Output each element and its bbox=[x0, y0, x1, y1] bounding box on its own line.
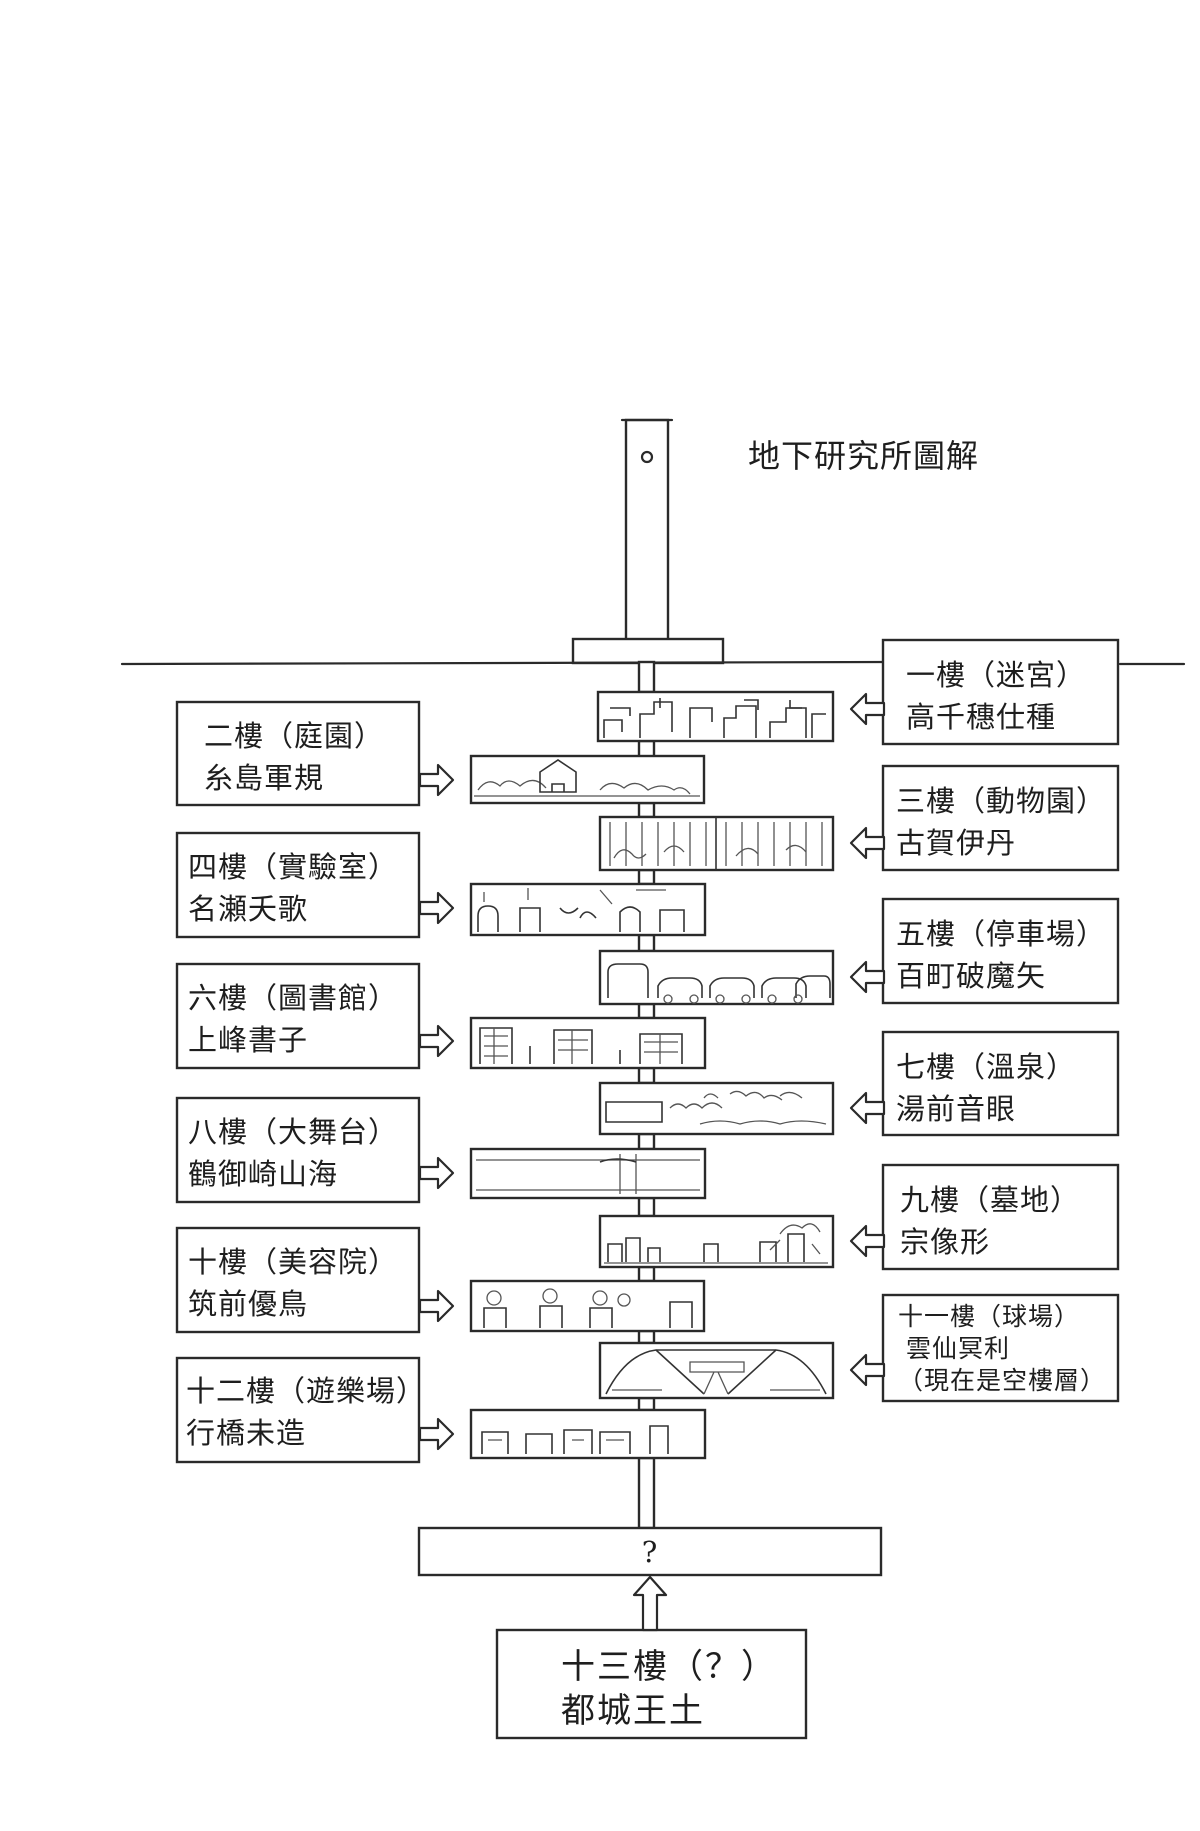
floor-9-section bbox=[598, 1214, 835, 1269]
floor-7-name: 七樓（溫泉） bbox=[896, 1050, 1076, 1084]
floor-4-name: 四樓（實驗室） bbox=[188, 850, 398, 884]
label-floor-4: 四樓（實驗室） 名瀬夭歌 bbox=[175, 831, 421, 939]
hollow-arrow-icon bbox=[418, 763, 455, 797]
floor-11-note: （現在是空樓層） bbox=[898, 1366, 1106, 1395]
hollow-arrow-icon bbox=[418, 1156, 455, 1190]
floor-2-section bbox=[469, 754, 706, 805]
floor-4-section bbox=[469, 882, 707, 937]
floor-9-person: 宗像形 bbox=[900, 1225, 990, 1259]
floor-12-name: 十二樓（遊樂場） bbox=[186, 1374, 426, 1408]
hollow-arrow-icon bbox=[849, 826, 886, 860]
hollow-arrow-icon bbox=[632, 1575, 668, 1632]
floor-3-section bbox=[598, 815, 835, 872]
floor-6-section bbox=[469, 1016, 707, 1070]
hollow-arrow-icon bbox=[418, 1289, 455, 1323]
hollow-arrow-icon bbox=[849, 1353, 886, 1387]
floor-2-name: 二樓（庭園） bbox=[204, 719, 384, 753]
floor-10-section bbox=[469, 1279, 706, 1333]
label-floor-8: 八樓（大舞台） 鶴御崎山海 bbox=[175, 1096, 421, 1204]
floor-12-person: 行橋未造 bbox=[186, 1416, 306, 1450]
floor-8-section bbox=[469, 1147, 707, 1200]
floor-7-person: 湯前音眼 bbox=[896, 1092, 1016, 1126]
hollow-arrow-icon bbox=[849, 960, 886, 994]
label-floor-5: 五樓（停車場） 百町破魔矢 bbox=[881, 897, 1120, 1005]
label-floor-3: 三樓（動物園） 古賀伊丹 bbox=[881, 764, 1120, 872]
floor-6-person: 上峰書子 bbox=[188, 1023, 308, 1057]
floor-5-section bbox=[598, 949, 835, 1006]
floor-11-name: 十一樓（球場） bbox=[898, 1302, 1080, 1331]
hollow-arrow-icon bbox=[418, 891, 455, 925]
floor-10-person: 筑前優鳥 bbox=[188, 1287, 308, 1321]
label-floor-13: 十三樓（？） 都城王土 bbox=[495, 1628, 808, 1740]
floor-11-person: 雲仙冥利 bbox=[906, 1334, 1010, 1363]
label-floor-10: 十樓（美容院） 筑前優鳥 bbox=[175, 1226, 421, 1334]
floor-1-section bbox=[596, 690, 835, 743]
floor-13-person: 都城王土 bbox=[561, 1691, 705, 1731]
label-floor-7: 七樓（溫泉） 湯前音眼 bbox=[881, 1030, 1120, 1137]
floor-3-person: 古賀伊丹 bbox=[896, 826, 1016, 860]
floor-5-person: 百町破魔矢 bbox=[896, 959, 1046, 993]
floor-1-name: 一樓（迷宮） bbox=[906, 658, 1086, 692]
central-shaft bbox=[637, 660, 656, 1530]
hollow-arrow-icon bbox=[418, 1024, 455, 1058]
floor-9-name: 九樓（墓地） bbox=[900, 1183, 1080, 1217]
floor-8-name: 八樓（大舞台） bbox=[188, 1115, 398, 1149]
diagram-title: 地下研究所圖解 bbox=[748, 437, 979, 475]
floor-1-person: 高千穗仕種 bbox=[906, 700, 1056, 734]
floor-8-person: 鶴御崎山海 bbox=[188, 1157, 338, 1191]
label-floor-2: 二樓（庭園） 糸島軍規 bbox=[175, 700, 421, 807]
floor-2-person: 糸島軍規 bbox=[204, 761, 324, 795]
hollow-arrow-icon bbox=[849, 692, 886, 726]
floor-5-name: 五樓（停車場） bbox=[896, 917, 1106, 951]
unknown-mark: ? bbox=[642, 1535, 659, 1569]
label-floor-11: 十一樓（球場） 雲仙冥利 （現在是空樓層） bbox=[881, 1293, 1120, 1403]
surface-tower bbox=[571, 418, 725, 665]
floor-7-section bbox=[598, 1081, 835, 1136]
floor-3-name: 三樓（動物園） bbox=[896, 784, 1106, 818]
hollow-arrow-icon bbox=[418, 1417, 455, 1451]
floor-13-section: ? bbox=[417, 1526, 883, 1577]
hollow-arrow-icon bbox=[849, 1224, 886, 1258]
label-floor-9: 九樓（墓地） 宗像形 bbox=[881, 1163, 1120, 1271]
floor-11-section bbox=[598, 1341, 835, 1400]
floor-12-section bbox=[469, 1408, 707, 1460]
ground-line bbox=[120, 660, 890, 666]
floor-6-name: 六樓（圖書館） bbox=[188, 981, 398, 1015]
label-floor-12: 十二樓（遊樂場） 行橋未造 bbox=[175, 1356, 426, 1464]
floor-4-person: 名瀬夭歌 bbox=[188, 892, 308, 926]
hollow-arrow-icon bbox=[849, 1091, 886, 1125]
floor-10-name: 十樓（美容院） bbox=[188, 1245, 398, 1279]
label-floor-1: 一樓（迷宮） 高千穗仕種 bbox=[881, 638, 1120, 746]
label-floor-6: 六樓（圖書館） 上峰書子 bbox=[175, 962, 421, 1070]
floor-13-name: 十三樓（？） bbox=[561, 1647, 777, 1687]
